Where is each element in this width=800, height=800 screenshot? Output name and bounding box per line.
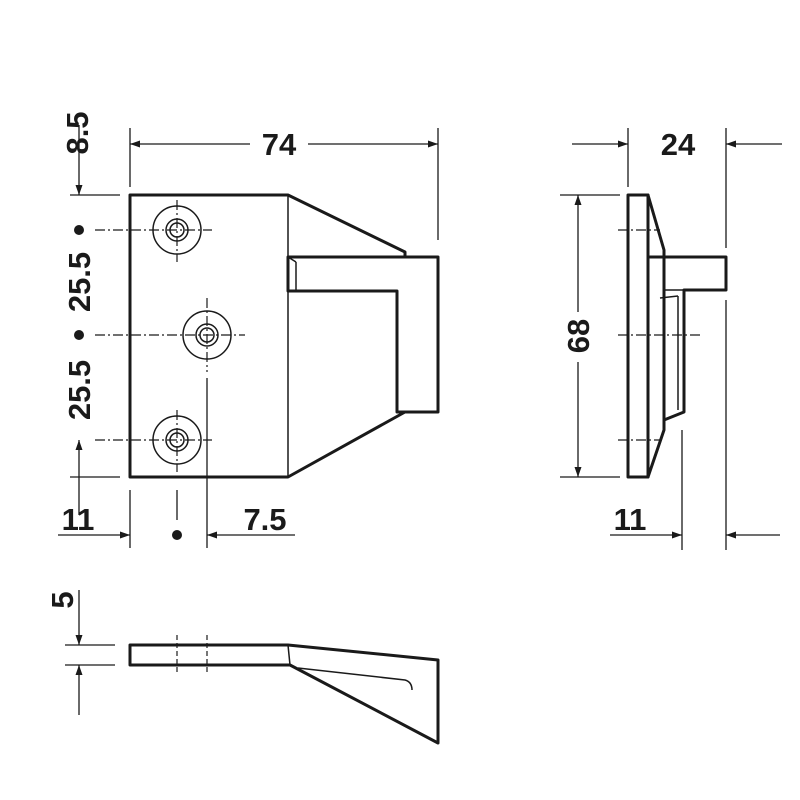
dim-hole-to-body: 7.5 [243,502,286,537]
dim-plate-thickness: 5 [45,591,80,608]
dim-dot-top [74,225,84,235]
front-view: 74 8.5 25.5 25.5 11 7.5 [58,111,440,548]
dim-side-plate-offset: 11 [614,502,647,537]
top-plate-outline [128,643,440,745]
side-body-outline [646,193,666,479]
dim-hole-edge-offset: 11 [62,502,95,537]
front-plate-outline [128,193,407,479]
dim-side-height: 68 [561,319,596,353]
dim-top-offset: 8.5 [60,111,95,154]
dim-side-depth: 24 [661,127,696,162]
dim-dot-bottom [172,530,182,540]
side-view: 24 68 11 [560,127,782,550]
top-view: 5 [45,590,440,745]
dim-width-74: 74 [262,127,297,162]
dim-hole-pitch-lower: 25.5 [62,360,97,420]
side-plate-outline [626,193,650,479]
dim-dot-mid [74,330,84,340]
dim-hole-pitch-upper: 25.5 [62,252,97,312]
